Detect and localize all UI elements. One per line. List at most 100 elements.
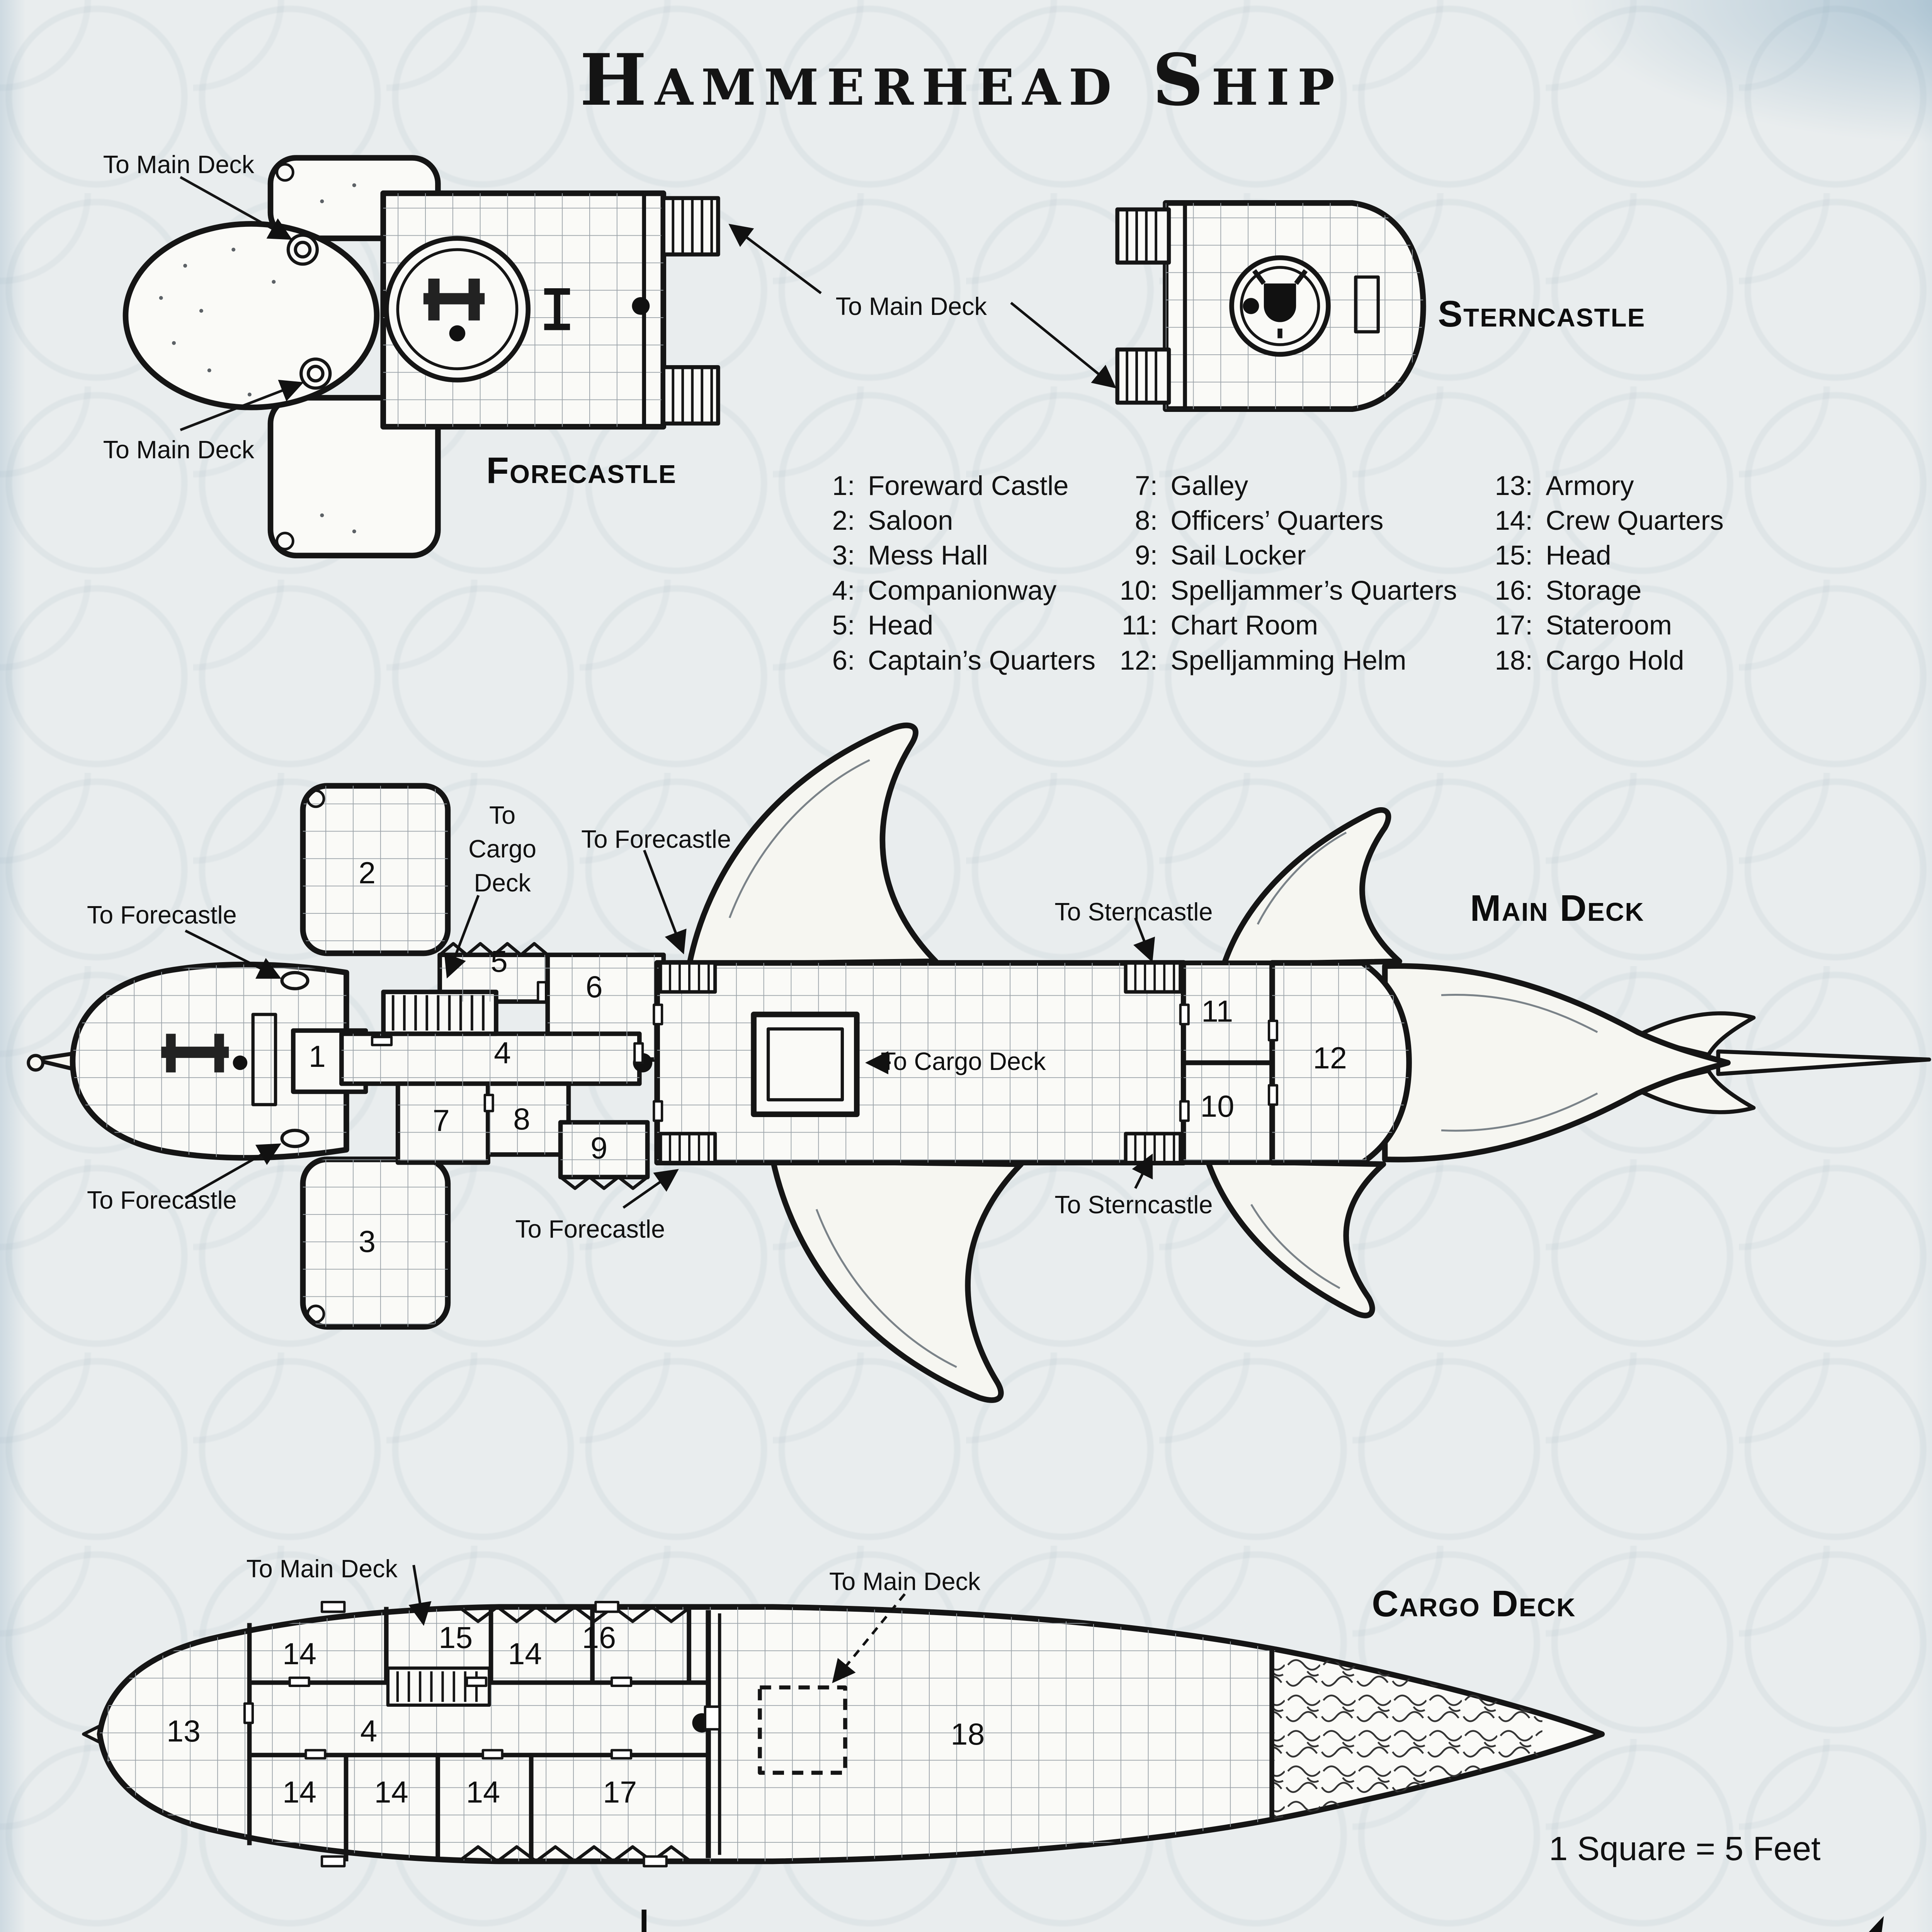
room-number: 4 [494, 1036, 511, 1070]
hatch-icon [286, 233, 332, 390]
room-number: 14 [508, 1636, 542, 1671]
decorative-left-edge [0, 0, 26, 1932]
room-number: 11 [1201, 993, 1233, 1028]
annotation-to-main-deck: To Main Deck [829, 1568, 981, 1596]
door-marks [243, 1601, 721, 1867]
sterncastle-plan-label: Sterncastle [1438, 293, 1646, 335]
legend-item-label: Companionway [867, 575, 1057, 606]
annotation-arrow [408, 1565, 906, 1684]
legend-item: 16:Storage [1491, 573, 1724, 608]
legend-item: 3:Mess Hall [813, 538, 1095, 573]
mast-icon [1243, 298, 1259, 314]
legend-item-number: 13: [1495, 470, 1533, 501]
legend-item-number: 16: [1495, 575, 1533, 606]
windlass-icon [423, 278, 485, 342]
room-number: 13 [167, 1713, 201, 1748]
legend-item-label: Cargo Hold [1546, 645, 1684, 676]
ladder-icon [1115, 207, 1171, 405]
annotation-to-cargo-deck: To Cargo Deck [881, 1048, 1046, 1076]
dashed-hatch-icon [758, 1685, 847, 1775]
annotation-to-forecastle: To Forecastle [87, 1186, 237, 1214]
legend-item-number: 5: [832, 610, 855, 641]
forecastle-deck [380, 190, 667, 430]
room-number: 14 [282, 1774, 317, 1809]
annotation-to-main-deck: To Main Deck [246, 1554, 398, 1583]
sawtooth-edge [458, 1605, 692, 1623]
legend-column-1: 1:Foreward Castle 2:Saloon 3:Mess Hall 4… [813, 469, 1096, 679]
legend-item: 2:Saloon [813, 503, 1095, 538]
stipple-texture [159, 183, 356, 534]
legend-item-number: 9: [1134, 540, 1158, 571]
decorative-right-edge [1913, 0, 1932, 1932]
legend-item-label: Armory [1546, 470, 1634, 501]
hold-texture [1272, 1610, 1543, 1858]
legend-item-label: Head [867, 610, 934, 641]
legend-item: 9: Sail Locker [1116, 538, 1457, 573]
ladder-icon [658, 961, 1182, 1165]
windlass-icon [161, 1034, 229, 1073]
legend-item: 5: Head [813, 608, 1095, 643]
map-scale-note: 1 Square = 5 Feet [1549, 1829, 1821, 1867]
legend-item: 6:Captain’s Quarters [813, 643, 1096, 678]
legend-item-label: Stateroom [1546, 610, 1672, 641]
annotation-to-main-deck: To Main Deck [835, 293, 987, 321]
legend-column-3: 13:Armory 14:Crew Quarters 15:Head 16:St… [1491, 469, 1724, 679]
legend-item: 11: Chart Room [1116, 608, 1457, 643]
legend-item-number: 8: [1134, 505, 1158, 536]
fin-contour-lines [728, 759, 1347, 1368]
scroll-curl-icon [276, 531, 294, 551]
to-main-deck-arrows [728, 223, 1117, 388]
page-title: Hammerhead Ship [580, 39, 1343, 122]
legend-item-label: Chart Room [1170, 610, 1318, 641]
legend-item-number: 11: [1121, 610, 1158, 641]
room-number: 5 [490, 944, 508, 978]
legend-item-label: Saloon [867, 505, 953, 536]
side-profile-drawing [641, 1910, 1884, 1932]
door-marks [371, 981, 1278, 1122]
legend-item: 12:Spelljamming Helm [1116, 643, 1457, 678]
spelljamming-helm-icon [1252, 269, 1308, 338]
annotation-arrow [728, 223, 1117, 388]
room-number: 10 [1200, 1088, 1235, 1123]
ladder-icon [661, 196, 720, 426]
cargo-deck-drawing [82, 1565, 1605, 1867]
main-deck-drawing [26, 722, 1931, 1403]
legend-item-label: Officers’ Quarters [1170, 505, 1384, 536]
scroll-curl-icon [306, 1304, 325, 1323]
mast-icon [632, 297, 650, 315]
room-number: 12 [1313, 1040, 1347, 1075]
annotation-arrow [180, 176, 304, 431]
room-number: 8 [513, 1102, 531, 1136]
room-number: 6 [585, 969, 603, 1004]
room-number: 9 [590, 1131, 608, 1165]
locker-icon [251, 1013, 277, 1106]
legend-item-label: Crew Quarters [1546, 505, 1724, 536]
legend-item-number: 1: [832, 470, 855, 501]
legend-column-2: 7:Galley 8:Officers’ Quarters 9:Sail Loc… [1116, 469, 1457, 679]
legend-item-label: Head [1546, 540, 1611, 571]
locker-icon [1354, 275, 1380, 333]
legend-item-number: 14: [1495, 505, 1533, 536]
room-number: 4 [360, 1713, 378, 1748]
bitt-icon [544, 288, 570, 330]
cargo-deck-label: Cargo Deck [1372, 1583, 1576, 1625]
sterncastle-plan-drawing [1115, 200, 1426, 412]
tail-section [1382, 963, 1931, 1163]
cargo-hatch-icon [750, 1011, 860, 1117]
legend-item-label: Spelljammer’s Quarters [1170, 575, 1457, 606]
room-number: 14 [466, 1774, 500, 1809]
legend-item-label: Mess Hall [867, 540, 988, 571]
legend-item-number: 7: [1134, 470, 1158, 501]
room-number: 14 [374, 1774, 408, 1809]
annotation-to-forecastle: To Forecastle [515, 1215, 665, 1243]
hatch-icon [280, 971, 310, 1148]
legend-item-label: Sail Locker [1170, 540, 1306, 571]
legend-item-number: 10: [1119, 575, 1158, 606]
legend-item-number: 15: [1495, 540, 1533, 571]
sawtooth-edge [559, 1175, 648, 1190]
stair-rungs-icon [386, 1666, 491, 1707]
annotation-to-forecastle: To Forecastle [581, 825, 731, 854]
annotation-to-sterncastle: To Sterncastle [1054, 898, 1213, 926]
legend-item-label: Foreward Castle [867, 470, 1069, 501]
